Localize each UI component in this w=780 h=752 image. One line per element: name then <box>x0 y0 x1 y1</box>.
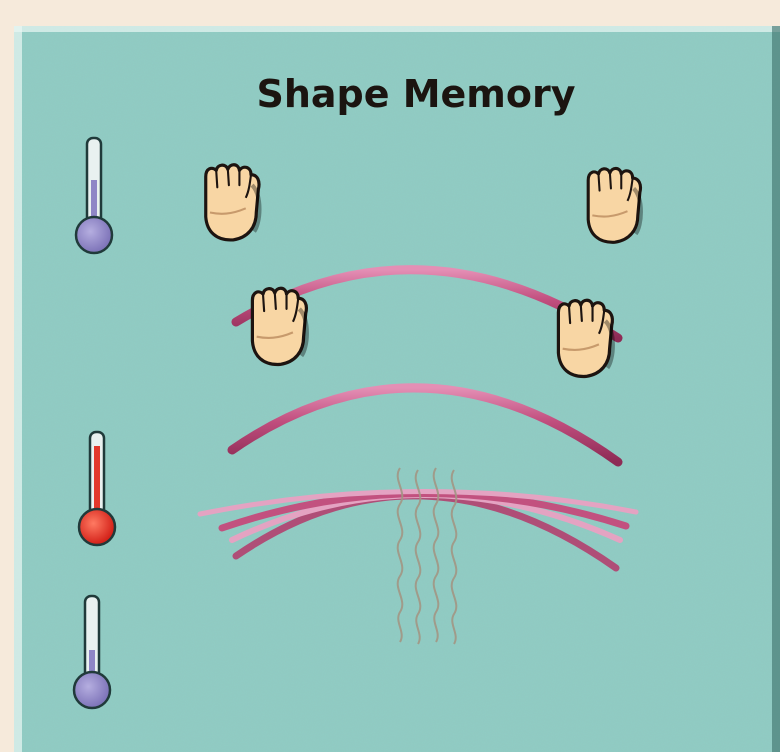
diagram-title: Shape Memory <box>256 72 575 116</box>
right-hand-icon <box>588 168 641 242</box>
left-hand-icon <box>252 288 306 364</box>
right-hand-icon <box>558 300 612 376</box>
left-hand-icon <box>206 165 260 240</box>
